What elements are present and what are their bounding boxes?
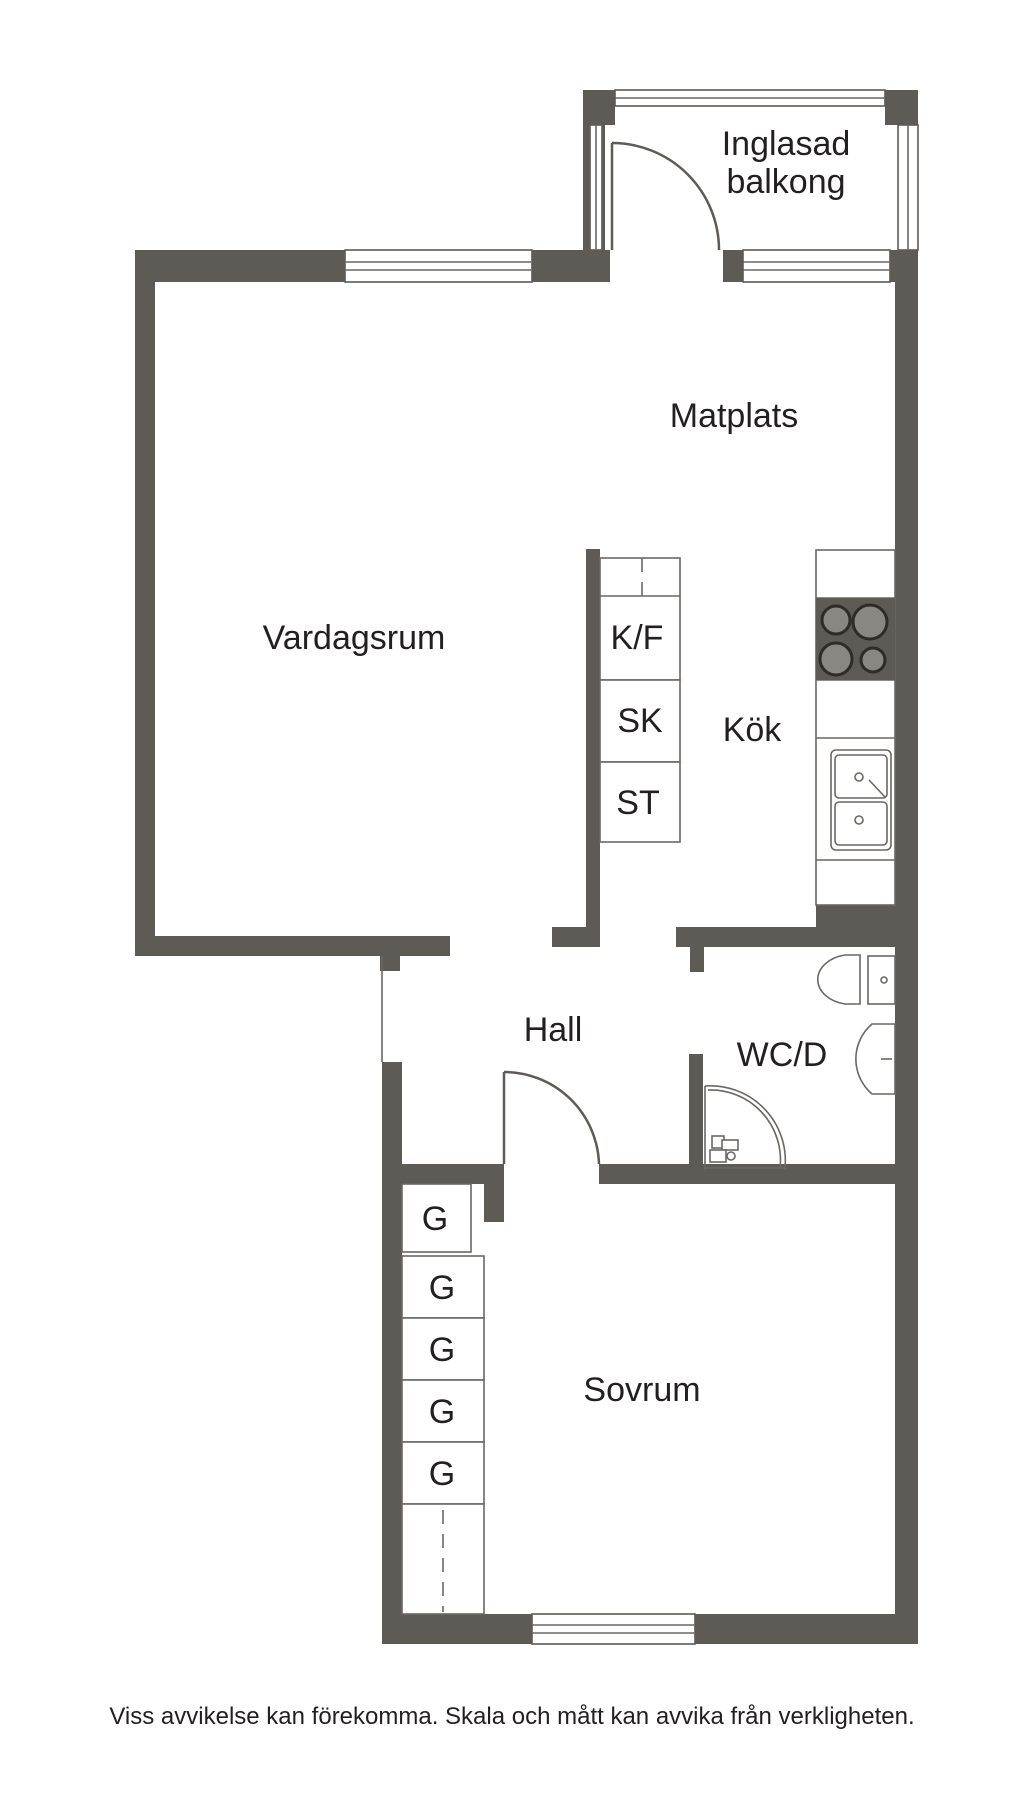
wardrobe-label: G	[429, 1331, 455, 1369]
disclaimer-note: Viss avvikelse kan förekomma. Skala och …	[109, 1703, 914, 1730]
cabinet-label-fridge-freezer: K/F	[611, 619, 664, 657]
balcony-glazing-right	[897, 124, 919, 251]
shower	[704, 1085, 787, 1170]
cabinet-label-broom-closet: SK	[617, 702, 663, 740]
room-label-wc: WC/D	[737, 1036, 828, 1074]
stove	[816, 598, 895, 680]
toilet	[816, 954, 896, 1005]
balcony-door	[610, 141, 721, 251]
balcony-glazing-top	[614, 89, 886, 107]
doors	[381, 141, 721, 1165]
room-label-hall: Hall	[524, 1011, 583, 1049]
wardrobe-label: G	[429, 1269, 455, 1307]
walls	[135, 90, 918, 1644]
room-label-balcony-line1: Inglasad	[722, 125, 851, 163]
cabinet-label-storage: ST	[616, 784, 659, 822]
wardrobe-label: G	[429, 1393, 455, 1431]
dining-window	[742, 249, 891, 283]
shower-tap-icon	[709, 1135, 739, 1163]
living-room-window	[344, 249, 533, 283]
bedroom-window	[531, 1613, 696, 1645]
bedroom-door	[502, 1070, 601, 1165]
kitchen-island	[599, 557, 681, 843]
room-labels: Inglasad balkong Matplats Vardagsrum Kök…	[263, 125, 851, 1409]
room-label-kitchen: Kök	[723, 711, 783, 749]
wardrobes	[401, 1183, 485, 1615]
cabinet-labels: K/F SK ST G G G G G	[422, 619, 664, 1493]
wardrobe-label: G	[429, 1455, 455, 1493]
kitchen-sink	[830, 749, 892, 851]
room-label-balcony-line2: balkong	[726, 163, 845, 201]
wardrobe-label: G	[422, 1200, 448, 1238]
room-label-living: Vardagsrum	[263, 619, 446, 657]
balcony-glazing-left	[589, 124, 603, 251]
washbasin	[855, 1023, 896, 1095]
room-label-bedroom: Sovrum	[583, 1371, 700, 1409]
room-label-dining: Matplats	[670, 397, 799, 435]
windows	[344, 89, 919, 1645]
